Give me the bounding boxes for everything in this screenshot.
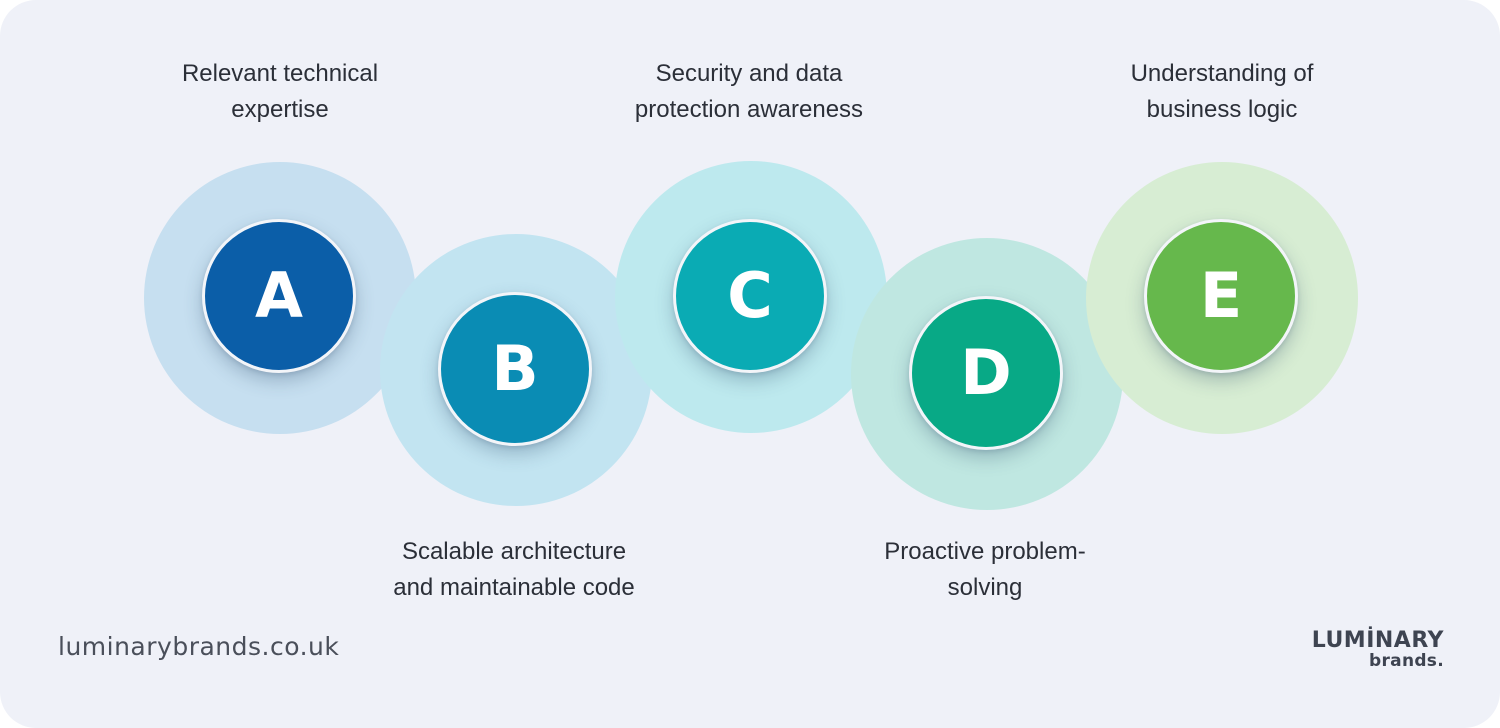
logo-sub-text: brands. [1369, 651, 1444, 671]
label-b-line-1: Scalable architecture [401, 538, 627, 565]
node-c: C [673, 219, 827, 373]
label-d-line-1: Proactive problem- [884, 538, 1086, 565]
label-b: Scalable architecture and maintainable c… [354, 534, 674, 606]
label-e-line-2: business logic [1146, 96, 1298, 123]
logo-main-text: LUMİNARY [1311, 628, 1444, 653]
node-d-letter: D [960, 336, 1012, 409]
label-b-line-2: and maintainable code [393, 574, 635, 601]
brand-logo: LUMİNARY brands. [1312, 630, 1444, 670]
label-c-line-2: protection awareness [634, 96, 864, 123]
node-d: D [909, 296, 1063, 450]
node-e-letter: E [1199, 259, 1243, 332]
website-url: luminarybrands.co.uk [58, 632, 340, 661]
label-a: Relevant technical expertise [120, 56, 440, 128]
label-e-line-1: Understanding of [1130, 60, 1314, 87]
node-a: A [202, 219, 356, 373]
label-c-line-1: Security and data [655, 60, 843, 87]
label-d: Proactive problem- solving [825, 534, 1145, 606]
node-c-letter: C [727, 259, 773, 332]
node-a-letter: A [255, 259, 303, 332]
label-a-line-2: expertise [231, 96, 329, 123]
label-a-line-1: Relevant technical [181, 60, 379, 87]
label-c: Security and data protection awareness [589, 56, 909, 128]
node-e: E [1144, 219, 1298, 373]
node-b-letter: B [491, 332, 539, 405]
label-e: Understanding of business logic [1062, 56, 1382, 128]
label-d-line-2: solving [947, 574, 1023, 601]
node-b: B [438, 292, 592, 446]
